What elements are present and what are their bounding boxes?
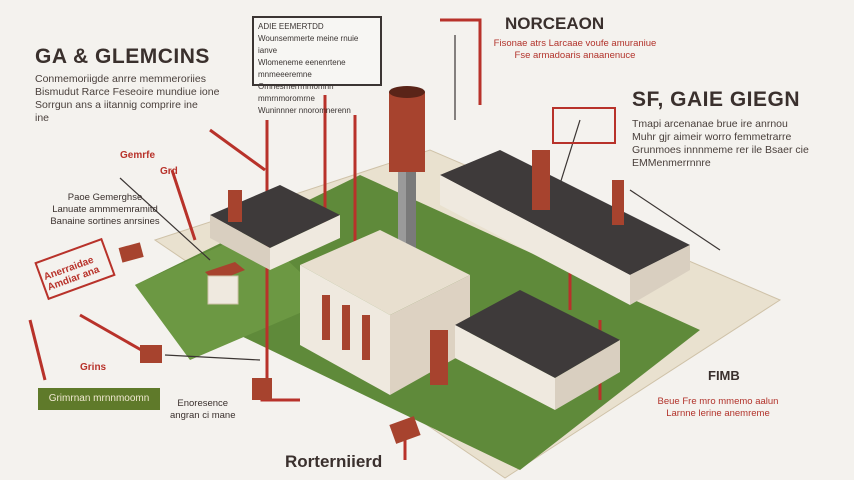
valve-assembly — [118, 242, 421, 444]
red-sign-left — [34, 237, 116, 301]
left-building — [210, 185, 340, 270]
left-title: GA & GLEMCINS — [35, 45, 210, 68]
left-note: Paoe Gemerghse Lanuate ammmemramitd Bana… — [50, 192, 160, 227]
right-building — [440, 150, 690, 305]
left-paragraph: Conmemoriigde anrre memmeroriies Bismudu… — [35, 73, 220, 124]
bottom-left-label: Enoresence angran ci mane — [170, 398, 236, 421]
right-paragraph: Tmapi arcenanae brue ire anrnou Muhr gjr… — [632, 118, 809, 169]
small-left-building — [205, 262, 245, 305]
top-box-line: Omnesmerrmmomnn mmrnmoromrne — [258, 82, 334, 103]
left-label-3: Grins — [80, 362, 107, 373]
main-building — [300, 230, 470, 395]
top-box-line: Wounsemmerte meine rnuie ianve — [258, 34, 359, 55]
left-red-label-2: Grd — [160, 166, 178, 177]
right-bottom-text: Beue Fre mro mmemo aalun Larnne lerine a… — [657, 396, 779, 419]
right-tag: FIMB — [708, 368, 740, 383]
front-building — [455, 290, 620, 410]
right-title: SF, GAIE GIEGN — [632, 88, 801, 111]
bottom-center-label: Rorterniierd — [285, 452, 383, 471]
top-info-box: ADIE EEMERTDD Wounsemmerte meine rnuie i… — [252, 16, 382, 115]
red-callout-box — [552, 107, 616, 144]
top-right-text: Fisonae atrs Larcaae voufe amuraniue Fse… — [493, 38, 657, 61]
top-box-line: Wuninnner nnoromnerenn — [258, 106, 351, 115]
top-box-line: Wlomeneme eenenrtene mnmeeeremne — [258, 58, 346, 79]
left-red-label-1: Gemrfe — [120, 150, 156, 161]
top-right-title: NORCEAON — [505, 14, 605, 33]
ground-strip: Grimrnan mrnnmoomn — [38, 388, 160, 410]
top-box-line: ADIE EEMERTDD — [258, 22, 324, 31]
